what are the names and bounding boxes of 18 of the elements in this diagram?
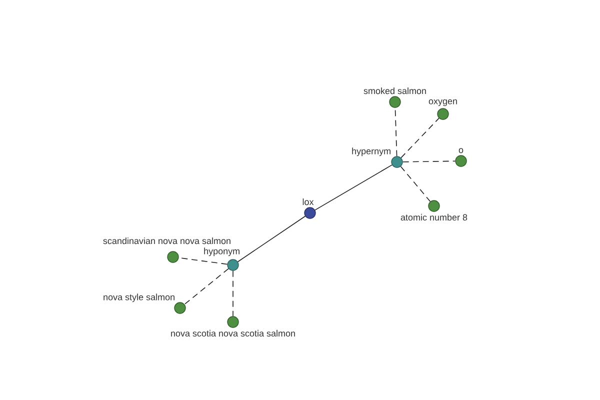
node-label: lox <box>302 198 314 206</box>
node-label: o <box>458 148 464 154</box>
node-label: smoked salmon <box>364 87 426 94</box>
connector-line <box>314 164 392 210</box>
dashed-connector <box>400 118 440 158</box>
connector-line <box>237 216 306 262</box>
node-label: scandinavian nova nova salmon <box>103 237 230 244</box>
node-label: oxygen <box>428 99 457 106</box>
dashed-connector <box>402 160 456 162</box>
node-label: hypernym <box>352 148 390 156</box>
dashed-connector <box>400 166 431 202</box>
dashed-connector <box>184 268 229 305</box>
dashed-connector <box>232 270 234 317</box>
node-label: hyponym <box>204 248 240 256</box>
node-label: nova style salmon <box>104 294 174 302</box>
node-label: nova scotia nova scotia salmon <box>171 330 295 337</box>
node-label: atomic number 8 <box>400 214 468 221</box>
dashed-connector <box>394 107 398 157</box>
